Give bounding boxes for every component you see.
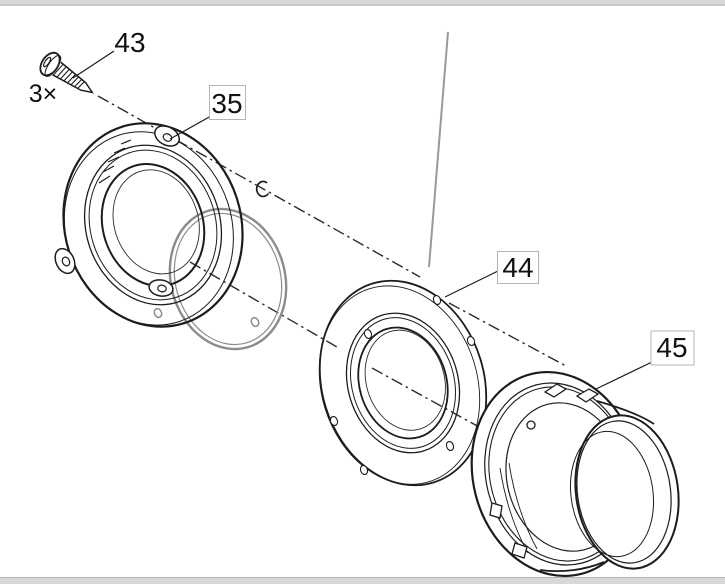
mounting-ring-part-35 bbox=[54, 122, 244, 328]
vertical-reference-line bbox=[428, 31, 449, 268]
flange-gasket-part-44 bbox=[318, 279, 488, 487]
axis-line-upper-a bbox=[97, 95, 421, 278]
axis-line-lower-a bbox=[189, 261, 338, 348]
axis-line-upper-b bbox=[448, 302, 567, 367]
housing-bayonet-tabs bbox=[489, 383, 600, 559]
housing-part-45 bbox=[470, 370, 680, 578]
flange-screw-holes bbox=[329, 294, 476, 476]
seal-position-dot-right bbox=[250, 316, 260, 328]
screw-threads bbox=[53, 63, 86, 90]
housing-duct-collar bbox=[539, 400, 680, 573]
leader-43 bbox=[72, 50, 115, 79]
leader-45 bbox=[595, 361, 653, 390]
page-bottom-rule bbox=[0, 577, 725, 584]
page-top-rule bbox=[0, 0, 725, 6]
label-box-44 bbox=[497, 251, 539, 284]
housing-clip-knob bbox=[526, 420, 536, 430]
assembly-axis-lines bbox=[97, 95, 567, 434]
o-ring-seal bbox=[168, 207, 288, 351]
label-box-35 bbox=[209, 85, 246, 120]
part-number-35: 35 bbox=[211, 88, 242, 119]
callout-boxes bbox=[209, 85, 695, 366]
part-number-45: 45 bbox=[656, 332, 687, 363]
leader-35 bbox=[169, 115, 212, 140]
ring-screw-ears bbox=[54, 125, 180, 297]
callout-leader-lines bbox=[72, 50, 653, 390]
quantity-3x: 3× bbox=[29, 80, 58, 108]
label-box-45 bbox=[650, 330, 695, 366]
part-number-43: 43 bbox=[114, 27, 145, 58]
seal-position-dot-left bbox=[153, 307, 163, 319]
ring-grip-ribs bbox=[98, 139, 132, 184]
part-number-44: 44 bbox=[502, 252, 533, 283]
screw-head-slot bbox=[43, 56, 52, 68]
leader-44 bbox=[444, 270, 499, 298]
screw-part-43 bbox=[39, 51, 94, 94]
c-clip bbox=[255, 180, 269, 198]
